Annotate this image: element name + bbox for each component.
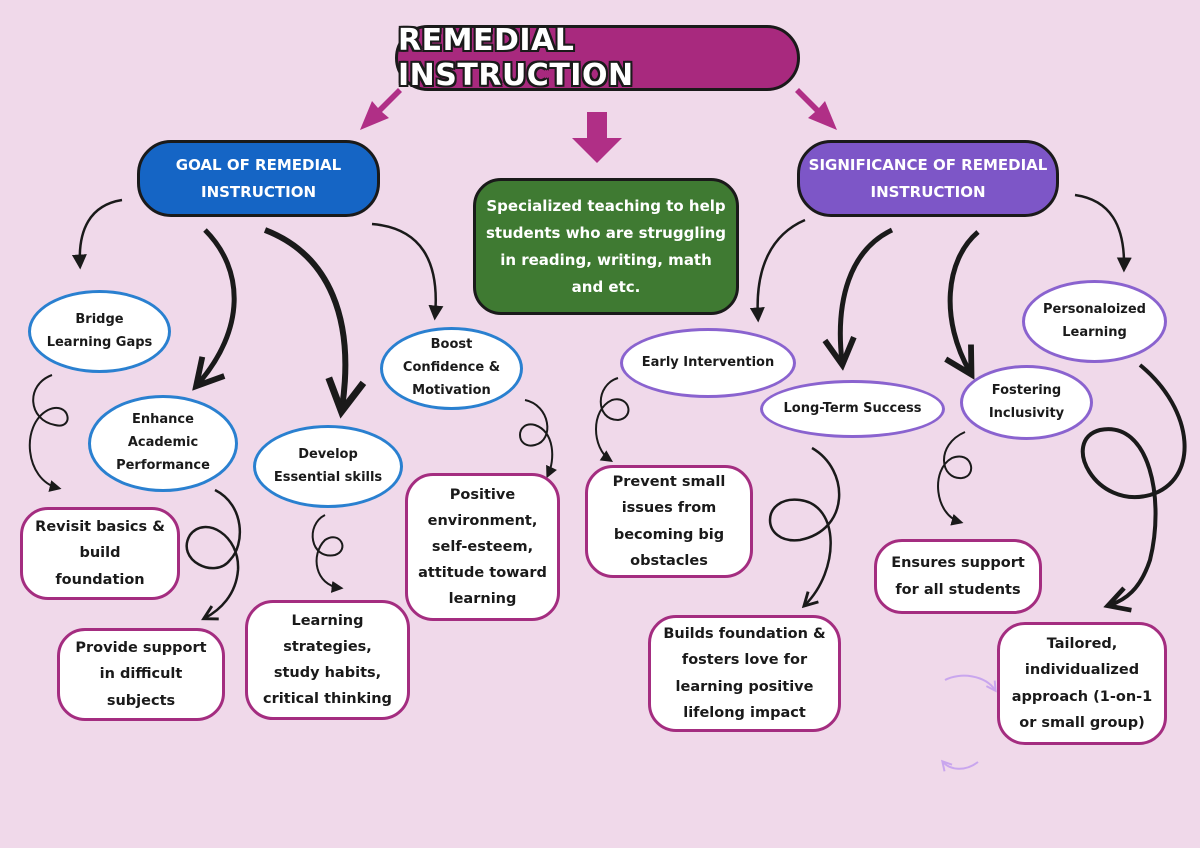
significance-header: SIGNIFICANCE OF REMEDIAL INSTRUCTION xyxy=(797,140,1059,217)
goal-detail-provide-support: Provide support in difficult subjects xyxy=(57,628,225,721)
goal-detail-positive-environment: Positive environment, self-esteem, attit… xyxy=(405,473,560,621)
arrow-fostering-to-ensures xyxy=(937,431,972,526)
arrow-sig-to-fostering xyxy=(950,230,980,372)
arrow-sig-to-early xyxy=(749,218,806,323)
decor-curl-arrow xyxy=(944,674,995,690)
sig-detail-builds-foundation: Builds foundation & fosters love for lea… xyxy=(648,615,841,732)
arrow-to-significance xyxy=(795,88,837,130)
arrow-to-goal xyxy=(360,88,402,130)
arrow-early-to-prevent xyxy=(595,377,630,463)
arrow-goal-to-develop xyxy=(263,227,345,408)
arrow-bridge-to-revisit xyxy=(28,374,69,492)
goal-node-boost-confidence: Boost Confidence & Motivation xyxy=(380,327,523,410)
goal-node-develop-skills: Develop Essential skills xyxy=(253,425,403,508)
sig-node-early-intervention: Early Intervention xyxy=(620,328,796,398)
goal-detail-revisit-basics: Revisit basics & build foundation xyxy=(20,507,180,600)
goal-header: GOAL OF REMEDIAL INSTRUCTION xyxy=(137,140,380,217)
arrow-goal-to-enhance xyxy=(198,228,237,384)
arrow-goal-to-boost xyxy=(371,222,444,321)
goal-detail-learning-strategies: Learning strategies, study habits, criti… xyxy=(245,600,410,720)
page-title: REMEDIAL INSTRUCTION xyxy=(395,23,800,93)
arrow-to-definition xyxy=(572,112,622,163)
arrow-goal-to-bridge xyxy=(71,198,123,270)
arrow-sig-to-personalized xyxy=(1074,193,1132,273)
sig-detail-prevent-issues: Prevent small issues from becoming big o… xyxy=(585,465,753,578)
sig-node-long-term-success: Long-Term Success xyxy=(760,380,945,438)
goal-node-enhance-performance: Enhance Academic Performance xyxy=(88,395,238,492)
sig-node-personalized-learning: Personaloized Learning xyxy=(1022,280,1167,363)
goal-node-bridge-gaps: Bridge Learning Gaps xyxy=(28,290,171,373)
definition-box: Specialized teaching to help students wh… xyxy=(473,178,739,315)
arrow-personalized-to-tailored xyxy=(1080,363,1187,605)
arrow-develop-to-learning xyxy=(311,514,344,593)
arrow-boost-to-positive xyxy=(519,399,557,479)
sig-detail-tailored-approach: Tailored, individualized approach (1-on-… xyxy=(997,622,1167,745)
arrow-longterm-to-builds xyxy=(768,446,841,605)
arrow-sig-to-longterm xyxy=(840,227,894,362)
sig-detail-ensures-support: Ensures support for all students xyxy=(874,539,1042,614)
sig-node-fostering-inclusivity: Fostering Inclusivity xyxy=(960,365,1093,440)
arrow-enhance-to-support xyxy=(185,488,242,618)
decor-curl-arrow-2 xyxy=(943,762,979,769)
